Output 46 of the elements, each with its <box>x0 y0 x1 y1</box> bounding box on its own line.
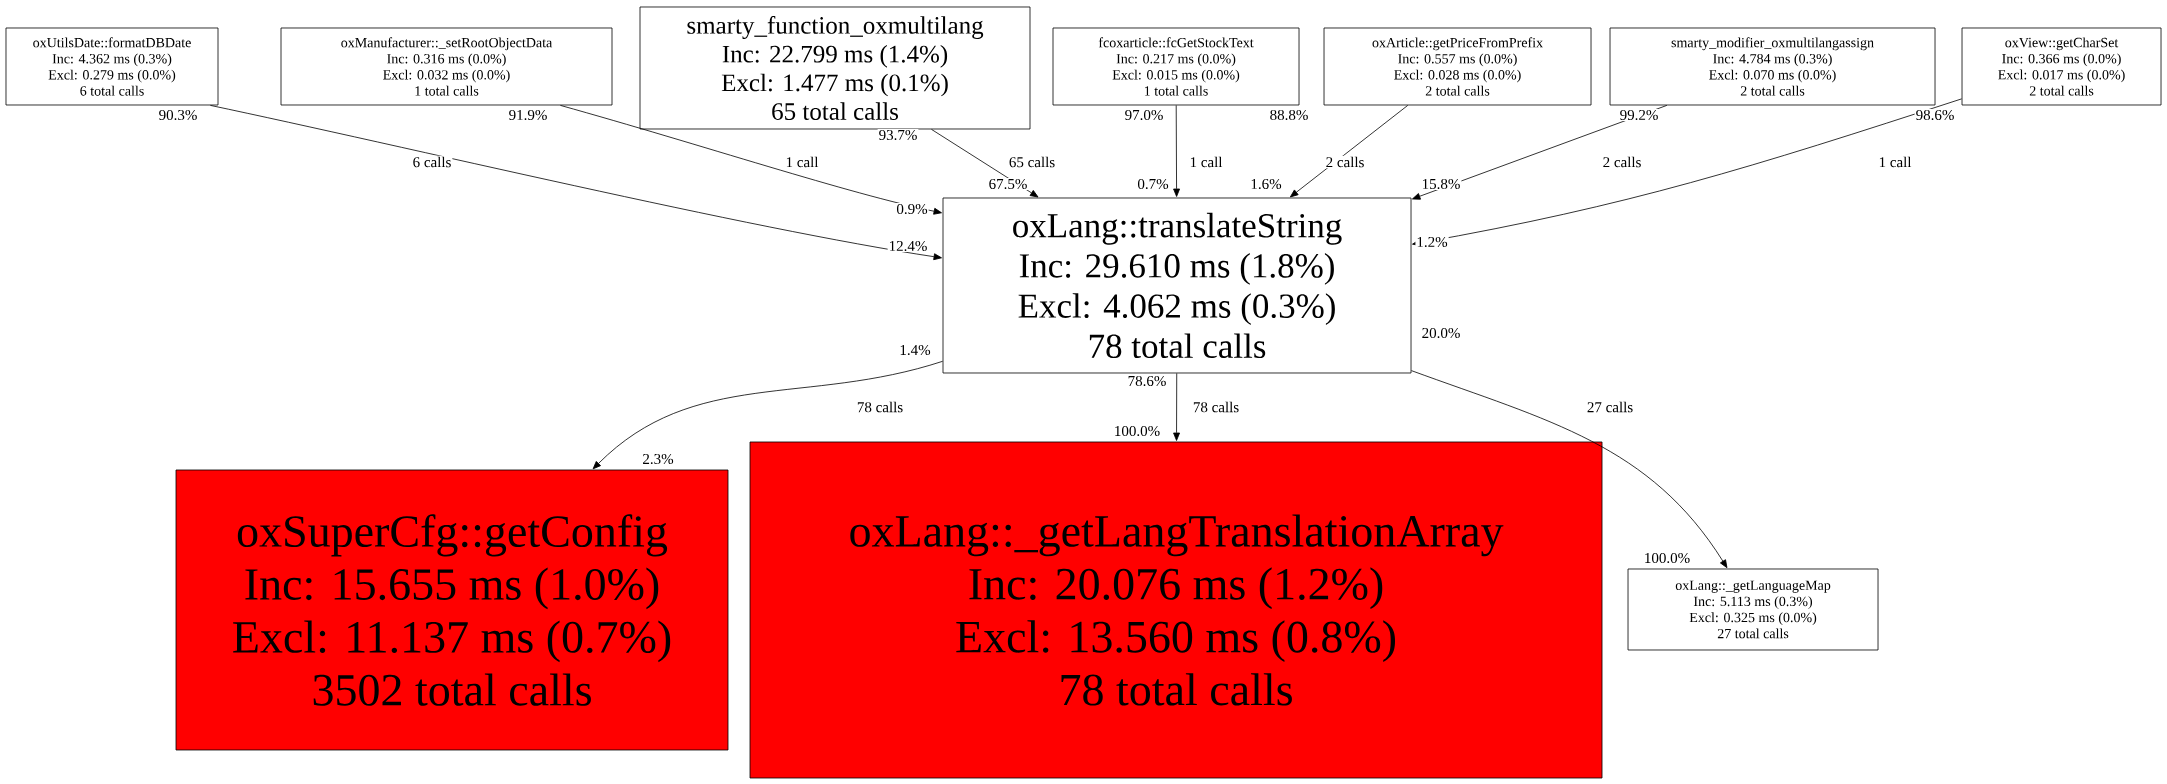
arrow <box>1411 370 1728 569</box>
arrow <box>210 105 942 261</box>
percent-label: 15.8% <box>1420 177 1462 191</box>
arrow <box>1412 98 1963 247</box>
percent-label: 1.2% <box>1415 235 1449 249</box>
arrow <box>1173 105 1180 197</box>
edge-label: 6 calls <box>411 155 453 169</box>
percent-label: 12.4% <box>887 239 929 253</box>
function-box: smarty_modifier_oxmultilangassign Inc: 4.784 ms (0.3%) Excl: 0.070 ms (0.0%) 2 total calls <box>1609 27 1936 106</box>
percent-label: 90.3% <box>157 108 199 122</box>
arrow <box>592 360 943 470</box>
edge-label: 65 calls <box>1007 155 1057 169</box>
percent-label: 100.0% <box>1112 424 1162 438</box>
function-box: oxUtilsDate::formatDBDate Inc: 4.362 ms (0.3%) Excl: 0.279 ms (0.0%) 6 total calls <box>5 27 219 106</box>
function-box: oxLang::translateString Inc: 29.610 ms (1.8%) Excl: 4.062 ms (0.3%) 78 total calls <box>942 197 1412 374</box>
percent-label: 1.4% <box>898 343 932 357</box>
arrow <box>1290 105 1409 198</box>
percent-label: 100.0% <box>1642 551 1692 565</box>
percent-label: 0.7% <box>1136 177 1170 191</box>
edge-label: 78 calls <box>855 400 905 414</box>
percent-label: 0.9% <box>895 202 929 216</box>
edge-label: 27 calls <box>1585 400 1635 414</box>
function-box: oxManufacturer::_setRootObjectData Inc: 0.316 ms (0.0%) Excl: 0.032 ms (0.0%) 1 total calls <box>280 27 613 106</box>
edge-label: 78 calls <box>1191 400 1241 414</box>
percent-label: 88.8% <box>1268 108 1310 122</box>
function-box: oxView::getCharSet Inc: 0.366 ms (0.0%) Excl: 0.017 ms (0.0%) 2 total calls <box>1961 27 2162 106</box>
percent-label: 97.0% <box>1123 108 1165 122</box>
function-box: smarty_function_oxmultilang Inc: 22.799 ms (1.4%) Excl: 1.477 ms (0.1%) 65 total calls <box>639 6 1031 130</box>
percent-label: 99.2% <box>1618 108 1660 122</box>
function-box: oxLang::_getLanguageMap Inc: 5.113 ms (0.3%) Excl: 0.325 ms (0.0%) 27 total calls <box>1627 568 1879 651</box>
edge-label: 1 call <box>1877 155 1913 169</box>
function-box: oxLang::_getLangTranslationArray Inc: 20.076 ms (1.2%) Excl: 13.560 ms (0.8%) 78 total calls <box>749 441 1603 779</box>
function-box: oxSuperCfg::getConfig Inc: 15.655 ms (1.0%) Excl: 11.137 ms (0.7%) 3502 total calls <box>175 469 729 751</box>
edge-label: 1 call <box>1188 155 1224 169</box>
function-box: fcoxarticle::fcGetStockText Inc: 0.217 ms (0.0%) Excl: 0.015 ms (0.0%) 1 total calls <box>1052 27 1300 106</box>
percent-label: 91.9% <box>507 108 549 122</box>
function-box: oxArticle::getPriceFromPrefix Inc: 0.557 ms (0.0%) Excl: 0.028 ms (0.0%) 2 total calls <box>1323 27 1592 106</box>
arrow <box>1173 373 1180 441</box>
edge-label: 2 calls <box>1601 155 1643 169</box>
arrow <box>560 105 942 215</box>
percent-label: 78.6% <box>1126 374 1168 388</box>
percent-label: 1.6% <box>1249 177 1283 191</box>
edge-label: 2 calls <box>1324 155 1366 169</box>
edge-label: 1 call <box>784 155 820 169</box>
percent-label: 67.5% <box>987 177 1029 191</box>
percent-label: 98.6% <box>1914 108 1956 122</box>
